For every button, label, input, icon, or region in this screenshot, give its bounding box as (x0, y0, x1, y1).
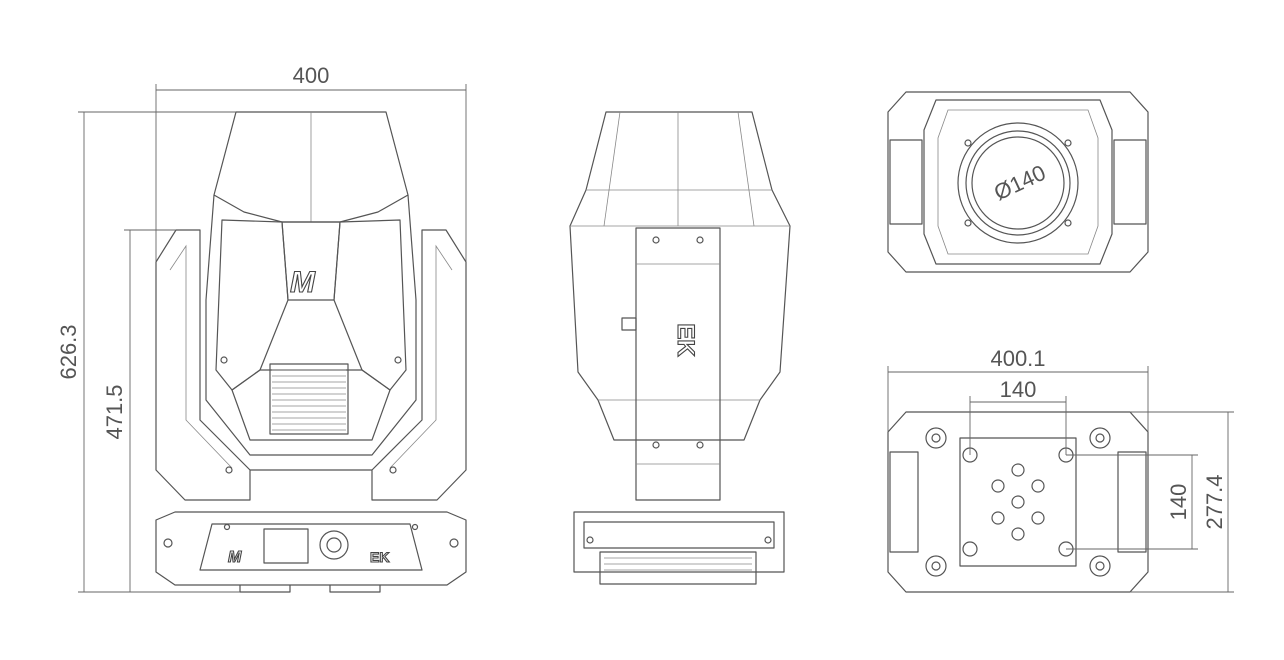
front-width-dimension: 400 (293, 63, 330, 88)
front-base-logo-right: EK (370, 549, 389, 565)
bottom-width-dimension: 400.1 (990, 346, 1045, 371)
front-view: M (56, 63, 467, 593)
top-lens-diameter-dimension: Ø140 (990, 160, 1049, 205)
bottom-hole-spacing-y-dimension: 140 (1166, 484, 1191, 521)
front-yoke-height-dimension: 471.5 (102, 384, 127, 439)
bottom-view: 400.1 140 140 277.4 (887, 346, 1234, 593)
side-arm-logo: EK (672, 323, 699, 357)
bottom-depth-dimension: 277.4 (1202, 474, 1227, 529)
top-view: Ø140 (887, 91, 1149, 273)
front-total-height-dimension: 626.3 (56, 324, 81, 379)
front-head-logo: M (290, 266, 316, 299)
side-view: EK (569, 111, 791, 585)
bottom-hole-spacing-x-dimension: 140 (1000, 377, 1037, 402)
front-vent-grille (272, 369, 346, 431)
front-base-logo-left: M (228, 549, 242, 566)
